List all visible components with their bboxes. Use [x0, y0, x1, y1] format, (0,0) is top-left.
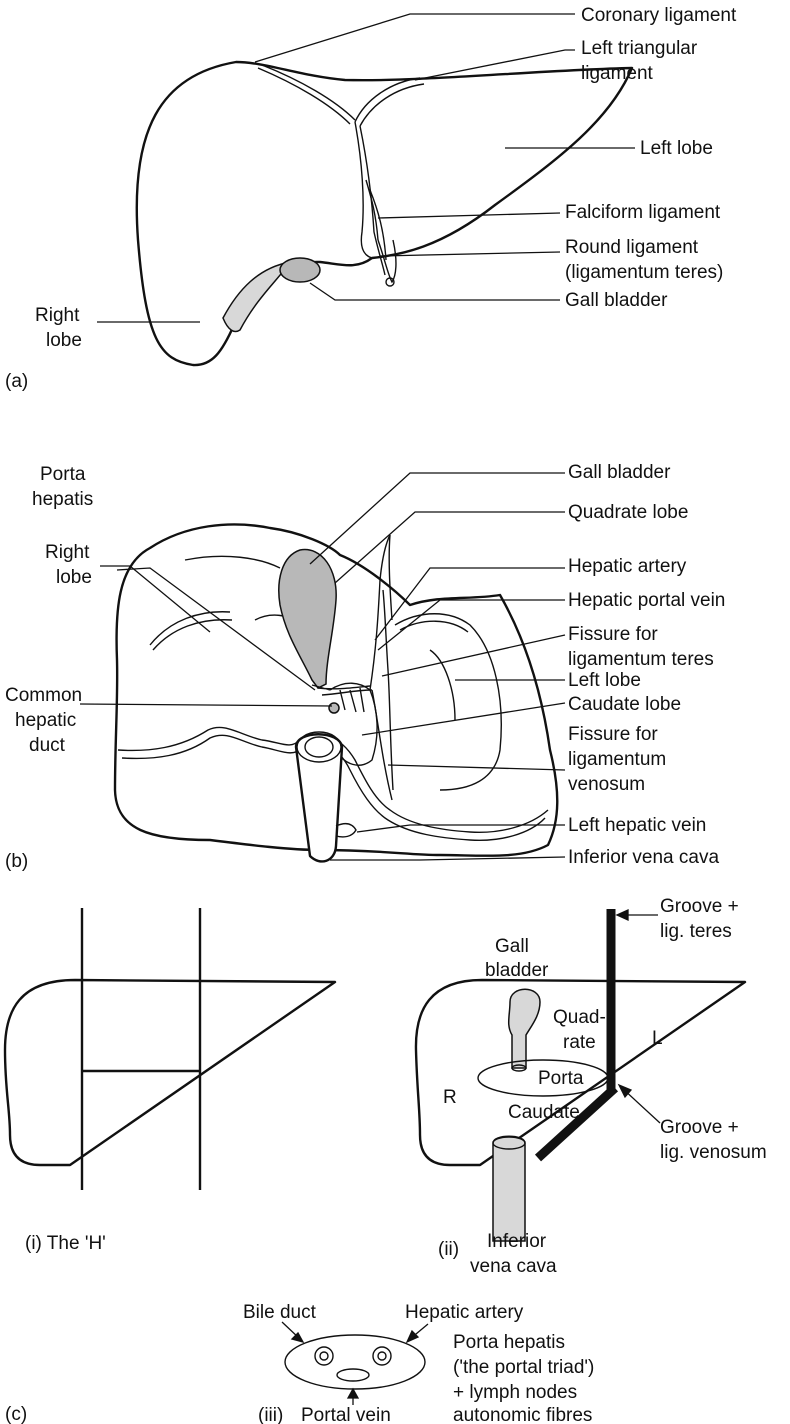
label-groove-venosum-1: Groove + [660, 1117, 739, 1138]
label-right-lobe-b-2: lobe [56, 567, 92, 588]
bile-duct-ring [315, 1347, 333, 1365]
label-porta-iii-3: + lymph nodes [453, 1382, 577, 1403]
panel-a-tag: (a) [5, 371, 28, 392]
label-left-hepatic-vein: Left hepatic vein [568, 815, 706, 836]
label-sub-iii: (iii) [258, 1405, 283, 1424]
label-left-lobe-a: Left lobe [640, 138, 713, 159]
label-porta-iii-2: ('the portal triad') [453, 1357, 594, 1378]
label-ivc-ii-1: Inferior [487, 1231, 547, 1252]
label-ivc-b: Inferior vena cava [568, 847, 719, 868]
label-fissure-venosum-1: Fissure for [568, 724, 658, 745]
liver-schematic-i [5, 980, 335, 1165]
label-porta-ii: Porta [538, 1068, 584, 1089]
label-groove-teres-1: Groove + [660, 896, 739, 917]
hepatic-artery-ring [373, 1347, 391, 1365]
label-hepatic-artery-iii: Hepatic artery [405, 1302, 524, 1323]
label-quad-ii-1: Quad- [553, 1007, 606, 1028]
label-fissure-teres-2: ligamentum teres [568, 649, 714, 670]
panel-a: Coronary ligament Left triangular ligame… [5, 5, 737, 392]
panel-b-tag: (b) [5, 851, 28, 872]
diagram-iii: Bile duct Hepatic artery (iii) Portal ve… [243, 1302, 594, 1424]
panel-b: Gall bladder Quadrate lobe Hepatic arter… [5, 462, 725, 872]
label-right-lobe-a-1: Right [35, 305, 80, 326]
common-hepatic-duct [329, 703, 339, 713]
label-right-lobe-a-2: lobe [46, 330, 82, 351]
label-chd-3: duct [29, 735, 66, 756]
label-ivc-ii-2: vena cava [470, 1256, 557, 1277]
label-bile-duct: Bile duct [243, 1302, 317, 1323]
label-coronary-ligament: Coronary ligament [581, 5, 737, 26]
label-portal-vein: Portal vein [301, 1405, 391, 1424]
label-porta-hepatis-2: hepatis [32, 489, 93, 510]
label-quadrate-lobe: Quadrate lobe [568, 502, 688, 523]
label-porta-iii-1: Porta hepatis [453, 1332, 565, 1353]
diagram-ii: Gall bladder Quad- rate Porta Caudate R … [416, 896, 767, 1277]
label-sub-i: (i) The 'H' [25, 1233, 106, 1254]
label-fissure-venosum-2: ligamentum [568, 749, 666, 770]
label-groove-teres-2: lig. teres [660, 921, 732, 942]
label-r-ii: R [443, 1087, 457, 1108]
label-porta-hepatis-1: Porta [40, 464, 86, 485]
label-porta-iii-4: autonomic fibres [453, 1405, 592, 1424]
diagram-h: (i) The 'H' [5, 908, 335, 1254]
panel-c-tag: (c) [5, 1404, 27, 1424]
label-gall-bladder-b: Gall bladder [568, 462, 671, 483]
hepatic-artery-lumen [378, 1352, 386, 1360]
label-round-2: (ligamentum teres) [565, 262, 723, 283]
label-gall-ii-1: Gall [495, 936, 529, 957]
gall-bladder-anterior [280, 258, 320, 282]
label-round-1: Round ligament [565, 237, 699, 258]
label-chd-1: Common [5, 685, 82, 706]
label-fissure-teres-1: Fissure for [568, 624, 658, 645]
label-left-triangular-1: Left triangular [581, 38, 698, 59]
label-caudate-ii: Caudate [508, 1102, 580, 1123]
label-falciform: Falciform ligament [565, 202, 721, 223]
label-left-lobe-b: Left lobe [568, 670, 641, 691]
label-fissure-venosum-3: venosum [568, 774, 645, 795]
label-chd-2: hepatic [15, 710, 76, 731]
label-hepatic-artery-b: Hepatic artery [568, 556, 687, 577]
label-groove-venosum-2: lig. venosum [660, 1142, 767, 1163]
label-caudate-lobe: Caudate lobe [568, 694, 681, 715]
label-gall-ii-2: bladder [485, 960, 549, 981]
label-l-ii: L [652, 1028, 663, 1049]
label-right-lobe-b-1: Right [45, 542, 90, 563]
panel-c: (i) The 'H' Gall bladder Quad- rate Port… [5, 896, 767, 1424]
label-sub-ii: (ii) [438, 1239, 459, 1260]
label-left-triangular-2: ligament [581, 63, 654, 84]
ivc-ii [493, 1136, 525, 1241]
portal-vein-lumen [337, 1369, 369, 1381]
bile-duct-lumen [320, 1352, 328, 1360]
label-gall-bladder-a: Gall bladder [565, 290, 668, 311]
label-quad-ii-2: rate [563, 1032, 596, 1053]
label-hepatic-portal-vein: Hepatic portal vein [568, 590, 725, 611]
